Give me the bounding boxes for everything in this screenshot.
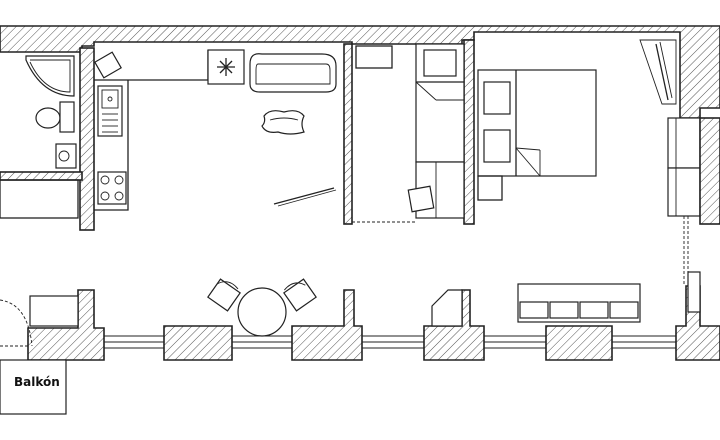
desk-chair	[407, 185, 435, 213]
bathroom-wall	[79, 47, 95, 231]
dining-chair-left	[207, 278, 241, 312]
kitchen-room-wall	[343, 43, 353, 225]
bedroom	[431, 39, 720, 327]
dining-chair-right	[283, 278, 317, 312]
wardrobe-door	[655, 43, 669, 101]
right-wall	[699, 117, 720, 225]
room-bedroom-wall	[463, 39, 475, 225]
shelf	[355, 45, 393, 69]
corner-cabinet	[431, 289, 463, 327]
bath-bottom-wall	[0, 171, 83, 181]
cabinet-lower	[667, 167, 701, 217]
kitchen-chair	[94, 51, 122, 79]
kitchen	[94, 49, 337, 211]
top-wall	[0, 25, 720, 119]
balcony-cabinet	[29, 295, 79, 327]
storage-box	[0, 179, 79, 219]
toilet	[35, 107, 61, 129]
balcony: Balkón	[0, 295, 79, 415]
toilet-tank	[59, 101, 75, 133]
counter-side-edge	[94, 80, 129, 211]
cabinet-upper	[667, 117, 701, 169]
snowflake-icon	[217, 58, 235, 76]
balcony-door-swing	[0, 299, 33, 347]
pillow	[423, 49, 457, 77]
shower-tray	[25, 55, 75, 97]
sliding-door	[273, 187, 335, 205]
round-table	[237, 287, 287, 337]
sofa	[249, 53, 337, 93]
dining	[207, 278, 317, 337]
balcony-label: Balkón	[14, 375, 60, 389]
pillow-2	[483, 129, 511, 163]
balcony-area	[0, 359, 67, 415]
pillow-1	[483, 81, 511, 115]
washbasin	[55, 143, 77, 169]
small-room	[352, 43, 465, 223]
nightstand	[477, 175, 503, 201]
stove	[97, 171, 127, 205]
bathroom	[25, 55, 77, 169]
cushion	[261, 110, 305, 135]
windows	[104, 335, 676, 349]
